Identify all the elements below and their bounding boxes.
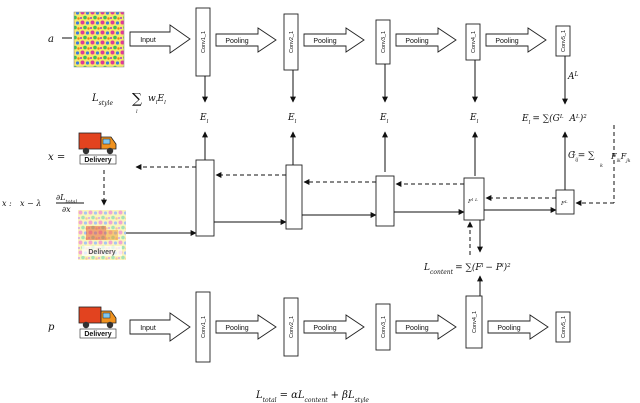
content-image-caption: Delivery — [84, 331, 111, 338]
content-image: Delivery — [75, 301, 121, 341]
content-loss-eq: Lcontent= ∑(Fl− Pl)2 — [423, 262, 511, 276]
style-loss-sum: ∑ — [132, 91, 142, 107]
row-p-input-label: Input — [140, 325, 156, 332]
gram-sum-index: k — [600, 163, 603, 169]
update-eq-rhs: x − λ — [20, 199, 41, 208]
row-p-pool2-label: Pooling — [313, 325, 336, 332]
gram-terms: FikFjk — [610, 152, 631, 164]
row-p-conv3-label: Conv3_1 — [381, 316, 387, 338]
row-a-conv4-box — [465, 23, 481, 61]
row-a-conv5-box — [555, 25, 571, 57]
e-l-label-1: El — [199, 113, 209, 125]
x-conv1-box — [195, 159, 215, 237]
e-l-label-4: El — [469, 113, 479, 125]
a-l-label: AL — [567, 71, 579, 83]
row-a-pool2-label: Pooling — [313, 38, 336, 45]
row-p-conv5-label: Conv5_1 — [561, 316, 567, 338]
row-a-pool4-arrow — [485, 27, 547, 53]
row-a-conv1-box — [195, 7, 211, 77]
row-a-conv2-label: Conv2_1 — [289, 31, 295, 53]
row-a-conv5-label: Conv5_1 — [561, 30, 567, 52]
row-p-conv1-label: Conv1_1 — [201, 316, 207, 338]
noisy-image-caption: Delivery — [88, 249, 115, 256]
style-image — [73, 11, 125, 68]
noisy-image: Delivery — [78, 210, 126, 260]
x-conv2-box — [285, 164, 303, 230]
row-a-conv2-box — [283, 13, 299, 71]
row-p-pool4-arrow — [487, 314, 549, 340]
row-p-pool1-arrow — [215, 314, 277, 340]
row-p-conv4-label: Conv4_1 — [472, 311, 478, 333]
total-loss-eq: Ltotal= αLcontent+ βLstyle — [255, 390, 369, 403]
row-p-pool2-arrow — [303, 314, 365, 340]
update-eq-denominator: ∂x — [62, 205, 71, 214]
update-eq-lhs: x : — [2, 199, 12, 208]
x-conv5-box — [555, 189, 575, 215]
x-conv5-feature-label: FL — [560, 199, 568, 208]
gram-matrix-eq: GijL= ∑ — [568, 151, 595, 163]
row-a-pool1-arrow — [215, 27, 277, 53]
row-p-conv2-box — [283, 297, 299, 357]
row-a-conv3-box — [375, 19, 391, 65]
x-conv3-box — [375, 175, 395, 227]
row-a-pool3-arrow — [395, 27, 457, 53]
row-a-input-arrow — [129, 24, 191, 54]
row-p-conv5-box — [555, 311, 571, 343]
generated-image-caption: Delivery — [84, 157, 111, 164]
row-p-conv1-box — [195, 291, 211, 363]
row-p-conv2-label: Conv2_1 — [289, 316, 295, 338]
row-p-pool1-label: Pooling — [225, 325, 248, 332]
row-a-pool1-label: Pooling — [225, 38, 248, 45]
row-x-label: x = — [48, 152, 65, 163]
row-a-conv3-label: Conv3_1 — [381, 31, 387, 53]
update-eq-numerator: ∂Ltotal — [56, 193, 77, 205]
row-a-label: a — [48, 34, 54, 45]
row-p-input-arrow — [129, 312, 191, 342]
row-a-pool2-arrow — [303, 27, 365, 53]
style-loss-term: wlEl — [148, 94, 166, 106]
e-l-label-2: El — [287, 113, 297, 125]
row-p-pool3-arrow — [395, 314, 457, 340]
row-a-input-label: Input — [140, 37, 156, 44]
row-p-label: p — [48, 322, 55, 333]
style-loss-sum-index: l — [136, 109, 138, 115]
row-p-pool4-label: Pooling — [497, 325, 520, 332]
row-a-conv1-label: Conv1_1 — [201, 31, 207, 53]
e-l-label-3: El — [379, 113, 389, 125]
row-p-conv4-box — [465, 295, 483, 349]
row-p-conv3-box — [375, 303, 391, 351]
row-a-conv4-label: Conv4_1 — [471, 31, 477, 53]
row-a-pool3-label: Pooling — [405, 38, 428, 45]
generated-image: Delivery — [75, 127, 121, 167]
row-p-pool3-label: Pooling — [405, 325, 428, 332]
style-loss-lhs: Lstyle — [91, 93, 113, 107]
x-conv4-box — [463, 177, 485, 221]
row-a-pool4-label: Pooling — [495, 38, 518, 45]
